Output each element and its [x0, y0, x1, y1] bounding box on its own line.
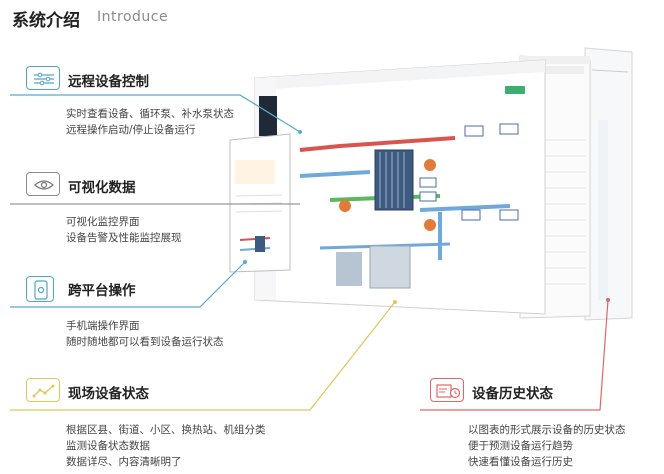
feature-remote-control-title: 远程设备控制 — [68, 74, 149, 90]
history-screen — [584, 47, 633, 321]
feature-desc-line: 以图表的形式展示设备的历史状态 — [468, 424, 626, 436]
monitor-screen — [254, 59, 546, 315]
feature-desc-line: 实时查看设备、循环泵、补水泵状态 — [66, 108, 234, 120]
history-icon — [430, 378, 464, 402]
phone-icon — [26, 276, 54, 302]
feature-desc-line: 快速看懂设备运行历史 — [468, 456, 573, 468]
feature-remote-control-desc: 实时查看设备、循环泵、补水泵状态 远程操作启动/停止设备运行 — [66, 106, 234, 138]
feature-site-status-desc: 根据区县、街道、小区、换热站、机组分类 监测设备状态数据 数据详尽、内容清晰明了 — [66, 422, 266, 470]
feature-cross-platform-title: 跨平台操作 — [68, 283, 136, 299]
feature-desc-line: 可视化监控界面 — [66, 216, 140, 228]
feature-desc-line: 远程操作启动/停止设备运行 — [66, 124, 196, 136]
feature-desc-line: 便于预测设备运行趋势 — [468, 440, 573, 452]
line-chart-icon — [26, 378, 60, 402]
eye-icon — [26, 172, 60, 196]
page-subtitle: Introduce — [97, 9, 169, 25]
page-title: 系统介绍 — [12, 11, 80, 31]
feature-history-desc: 以图表的形式展示设备的历史状态 便于预测设备运行趋势 快速看懂设备运行历史 — [468, 422, 626, 470]
feature-desc-line: 随时随地都可以看到设备运行状态 — [66, 336, 224, 348]
feature-desc-line: 监测设备状态数据 — [66, 440, 150, 452]
feature-site-status-title: 现场设备状态 — [68, 386, 149, 402]
feature-desc-line: 设备告警及性能监控展现 — [66, 232, 182, 244]
feature-desc-line: 数据详尽、内容清晰明了 — [66, 456, 182, 468]
feature-history-title: 设备历史状态 — [472, 386, 553, 402]
sliders-icon — [26, 66, 60, 90]
feature-visual-data-title: 可视化数据 — [68, 180, 136, 196]
feature-cross-platform-desc: 手机端操作界面 随时随地都可以看到设备运行状态 — [66, 318, 224, 350]
feature-desc-line: 手机端操作界面 — [66, 320, 140, 332]
feature-desc-line: 根据区县、街道、小区、换热站、机组分类 — [66, 424, 266, 436]
phone-screen — [229, 133, 291, 273]
feature-visual-data-desc: 可视化监控界面 设备告警及性能监控展现 — [66, 214, 182, 246]
